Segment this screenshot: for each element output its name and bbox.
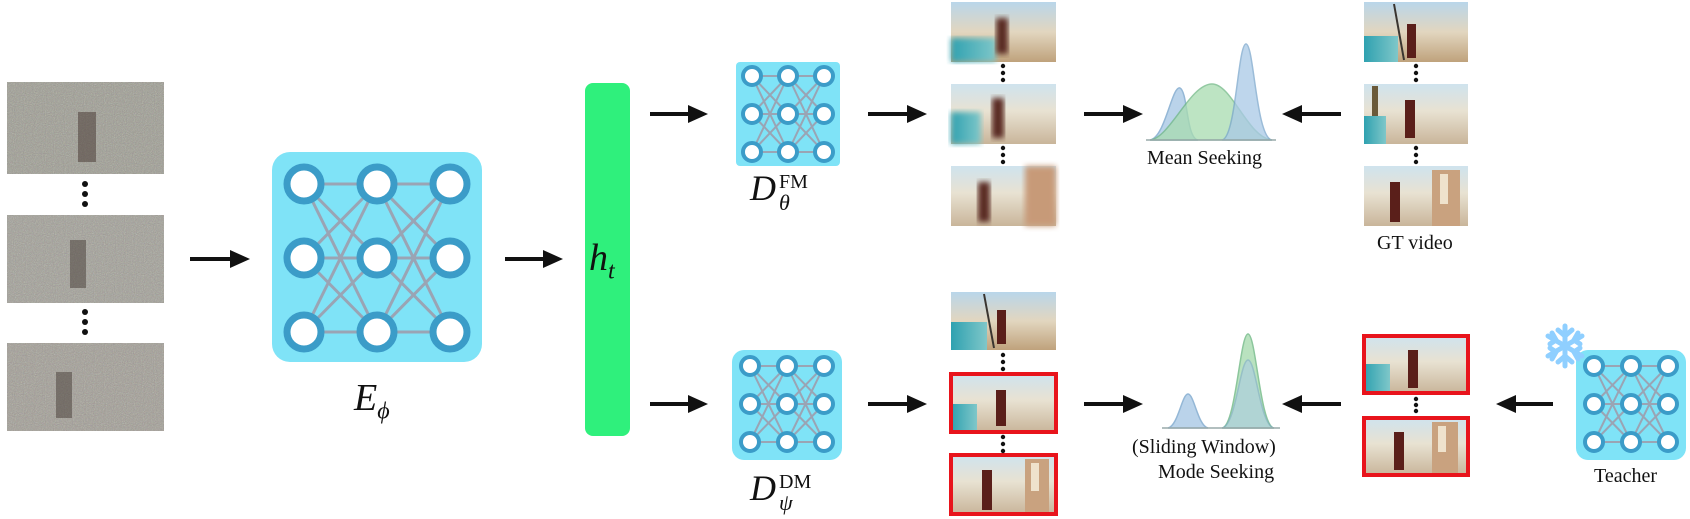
video-frame (951, 2, 1056, 62)
hidden-state-bar (585, 83, 630, 436)
dm-output-frames (949, 292, 1058, 516)
mode-seeking-distribution (1162, 333, 1280, 429)
hidden-state-label: ht (589, 237, 615, 285)
gt-video-frames (1364, 2, 1468, 226)
video-frame (1364, 2, 1468, 62)
vertical-ellipsis-icon (1000, 63, 1006, 165)
video-frame (1364, 84, 1468, 144)
video-frame-highlighted (1362, 334, 1470, 395)
encoder-network (272, 152, 482, 362)
video-frame-highlighted (949, 453, 1058, 516)
snowflake-icon (1545, 323, 1585, 369)
fm-decoder-label-sup: FM (779, 171, 808, 193)
mode-seeking-label-line2: Mode Seeking (1158, 461, 1275, 483)
noisy-frame (7, 215, 164, 303)
teacher-output-frames (1362, 334, 1470, 477)
video-frame-highlighted (949, 372, 1058, 434)
hidden-state-label-sub: t (608, 258, 615, 285)
dm-decoder-label-sup: DM (779, 471, 812, 493)
dm-decoder-network (732, 350, 842, 460)
teacher-label: Teacher (1594, 465, 1657, 487)
noisy-frame (7, 82, 164, 174)
vertical-ellipsis-icon (1000, 352, 1006, 454)
mean-seeking-label: Mean Seeking (1147, 147, 1262, 169)
noisy-frame (7, 343, 164, 431)
noisy-video-frames (7, 82, 164, 431)
video-frame-highlighted (1362, 416, 1470, 477)
gt-video-label: GT video (1377, 232, 1453, 254)
video-frame (951, 84, 1056, 144)
vertical-ellipsis-icon (1413, 63, 1419, 165)
video-frame (951, 166, 1056, 226)
fm-output-frames (951, 2, 1056, 226)
mean-seeking-distribution (1146, 43, 1276, 141)
encoder-label: Eϕ (354, 377, 390, 425)
vertical-ellipsis-icon (82, 181, 88, 335)
video-frame (1364, 166, 1468, 226)
fm-decoder-network (736, 62, 840, 166)
mode-seeking-label-line1: (Sliding Window) (1132, 436, 1276, 458)
encoder-label-sub: ϕ (377, 398, 390, 425)
dm-decoder-label-sub: ψ (779, 490, 793, 515)
teacher-network (1576, 350, 1686, 460)
video-frame (951, 292, 1056, 350)
vertical-ellipsis-icon (1413, 396, 1419, 414)
arrows (190, 105, 1553, 413)
fm-decoder-label-sub: θ (779, 190, 790, 215)
